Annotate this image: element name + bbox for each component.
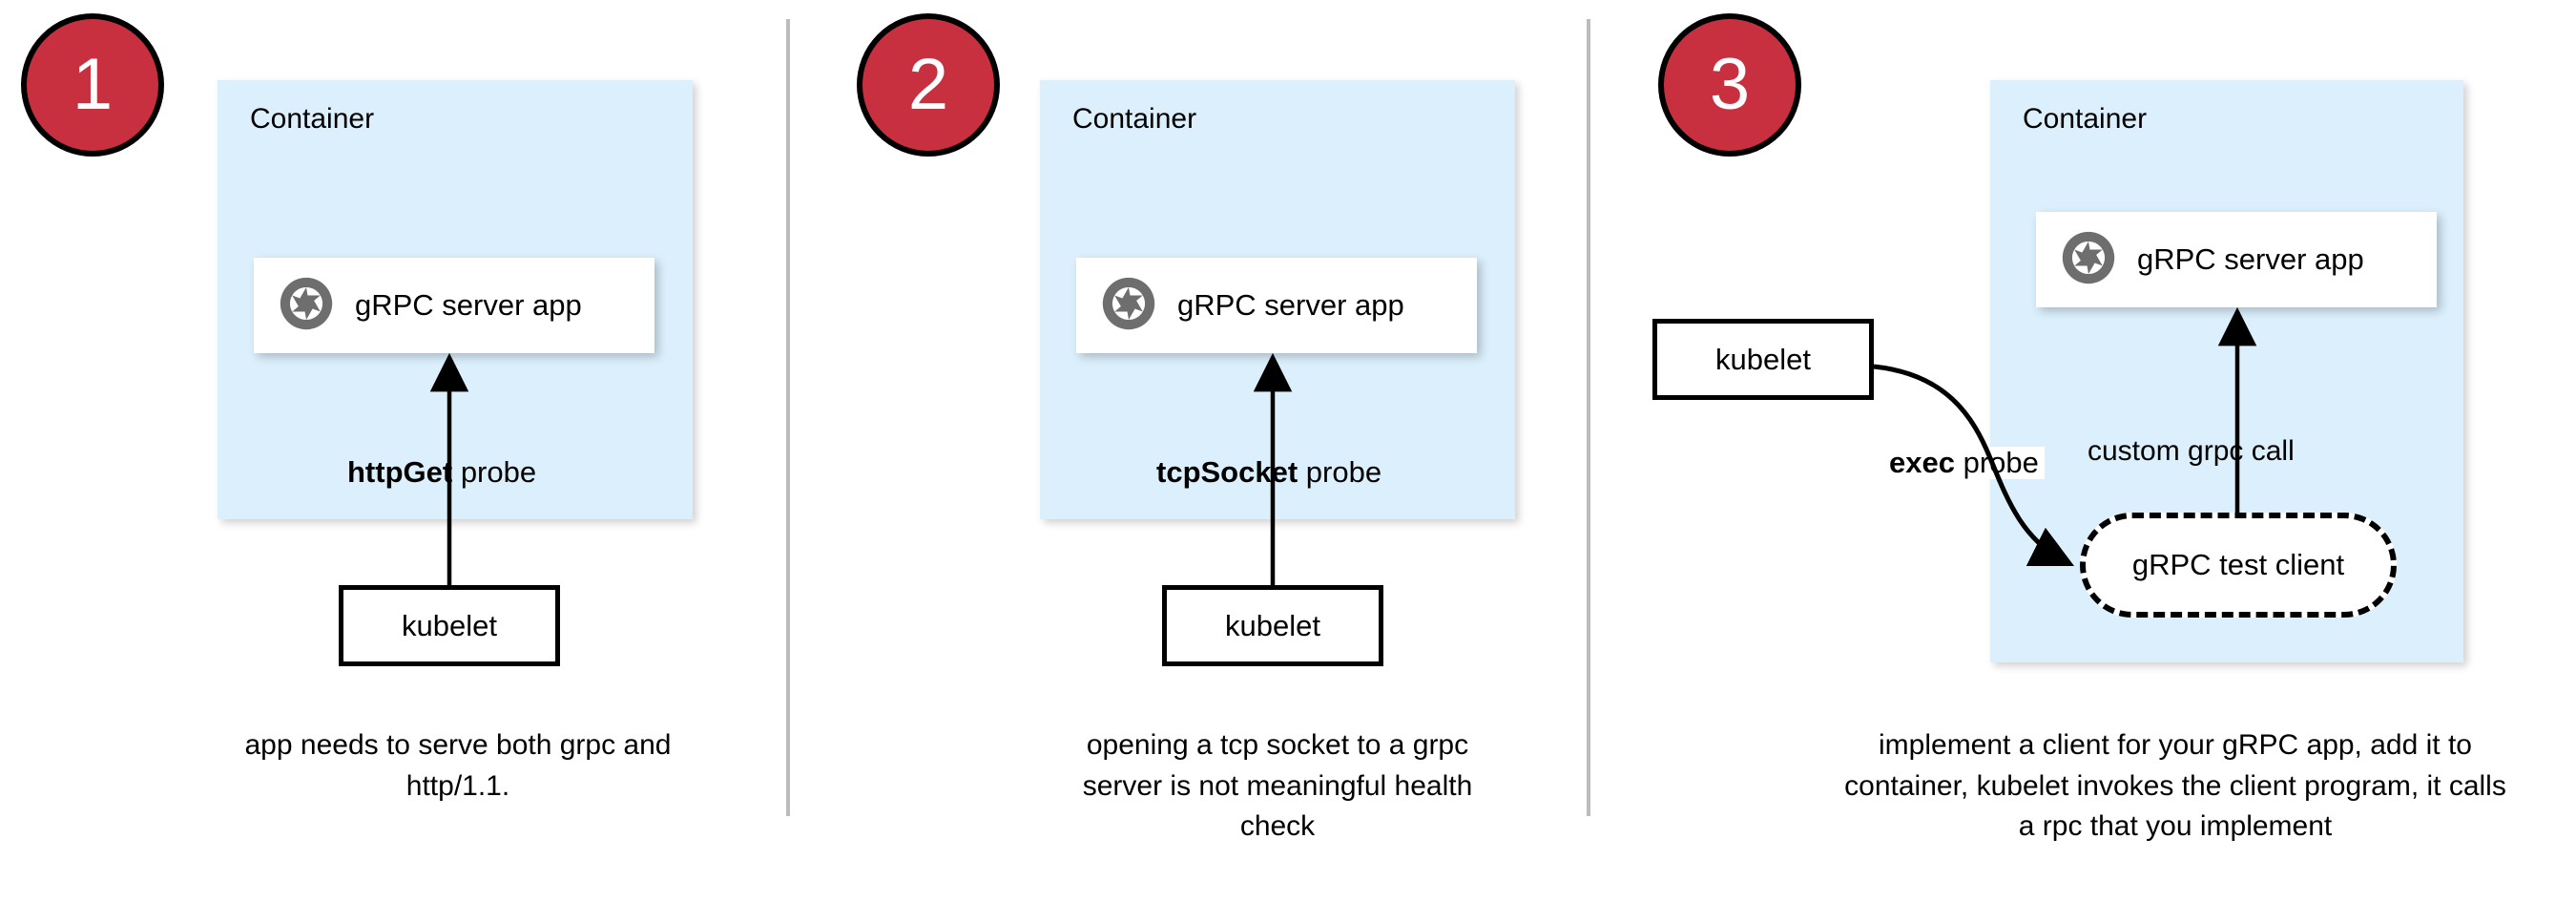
panel-badge-number: 1 [72,44,114,125]
grpc-test-client-pill[interactable]: gRPC test client [2080,513,2397,618]
panel-divider-2 [1587,19,1590,816]
panel-badge-3: 3 [1658,13,1801,157]
grpc-server-app-card-2[interactable]: gRPC server app [1076,258,1477,353]
panel-badge-2: 2 [857,13,1000,157]
probe-label-strong: httpGet [347,455,453,489]
grpc-server-app-label: gRPC server app [355,288,582,322]
kubelet-box-3[interactable]: kubelet [1652,319,1874,400]
probe-label-rest: probe [452,455,537,489]
panel-divider-1 [786,19,790,816]
container-label: Container [250,103,375,135]
panel-badge-1: 1 [21,13,164,157]
kubelet-box-1[interactable]: kubelet [339,585,560,666]
probe-label-strong: exec [1889,446,1955,479]
panel-badge-number: 2 [907,44,949,125]
kubelet-label: kubelet [402,608,497,642]
kubelet-box-2[interactable]: kubelet [1162,585,1383,666]
aperture-icon [279,276,334,336]
container-label: Container [2023,103,2148,135]
aperture-icon [2061,230,2116,290]
kubelet-label: kubelet [1225,608,1320,642]
panel-badge-number: 3 [1709,44,1751,125]
kubelet-label: kubelet [1715,342,1811,376]
panel-caption-2: opening a tcp socket to a grpc server is… [1082,729,1473,843]
aperture-icon [1101,276,1156,336]
container-label: Container [1072,103,1197,135]
panel-caption-3: implement a client for your gRPC app, ad… [1844,729,2506,843]
grpc-server-app-label: gRPC server app [2137,242,2364,276]
probe-label-rest: probe [1954,446,2039,479]
grpc-server-app-label: gRPC server app [1177,288,1404,322]
probe-label-strong: tcpSocket [1156,455,1298,489]
grpc-server-app-card-3[interactable]: gRPC server app [2036,212,2437,307]
probe-label-rest: probe [1298,455,1382,489]
probe-label-exec: exec probe [1883,446,2045,480]
grpc-test-client-label: gRPC test client [2131,548,2345,581]
probe-label-httpget: httpGet probe [342,455,543,490]
panel-caption-1: app needs to serve both grpc and http/1.… [244,729,672,802]
custom-grpc-call-label: custom grpc call [2082,435,2300,467]
grpc-server-app-card-1[interactable]: gRPC server app [254,258,654,353]
probe-label-tcpsocket: tcpSocket probe [1151,455,1388,490]
